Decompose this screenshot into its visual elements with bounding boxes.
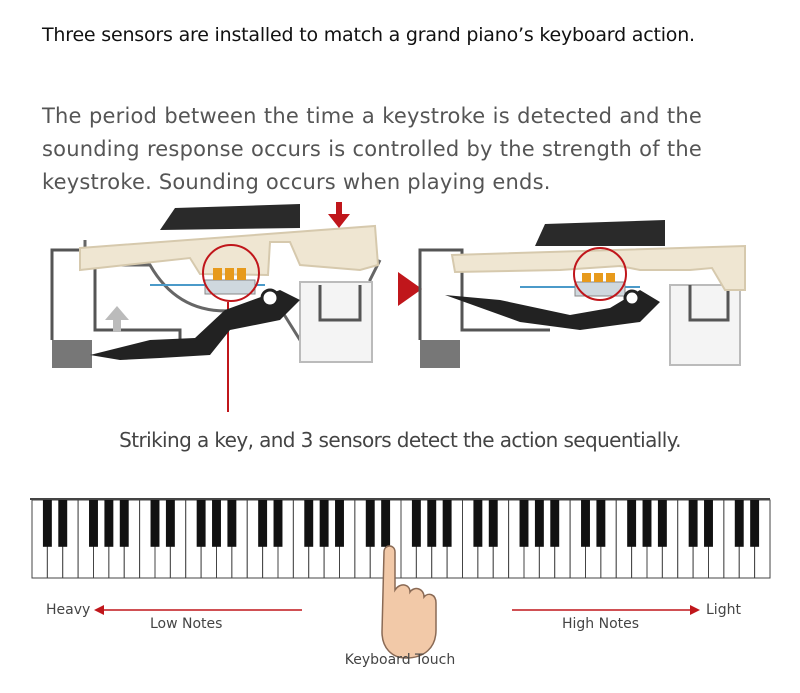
key-body-right xyxy=(450,244,746,291)
sensor-cup-3 xyxy=(237,268,246,280)
black-key xyxy=(642,500,652,547)
low-notes-arrow-head xyxy=(94,605,104,615)
high-notes-arrow-head xyxy=(690,605,700,615)
hammer-arm-right xyxy=(445,290,660,330)
black-key xyxy=(273,500,283,547)
frame-rail xyxy=(318,285,362,322)
black-key xyxy=(519,500,529,547)
black-key xyxy=(58,500,68,547)
black-key xyxy=(581,500,590,547)
black-key xyxy=(596,500,606,547)
black-key xyxy=(258,500,268,547)
sensor-highlight-circle xyxy=(202,244,260,302)
light-label: Light xyxy=(706,602,741,618)
low-notes-label: Low Notes xyxy=(150,616,223,632)
black-key xyxy=(304,500,314,547)
frame-block-right xyxy=(420,340,460,368)
black-key xyxy=(427,500,437,547)
diagram-caption: Striking a key, and 3 sensors detect the… xyxy=(119,428,681,452)
black-key xyxy=(442,500,452,547)
black-key xyxy=(627,500,637,547)
frame-block xyxy=(52,340,92,368)
black-key xyxy=(335,500,344,547)
black-key xyxy=(750,500,760,547)
sensor-highlight-circle-right xyxy=(573,247,627,301)
black-key xyxy=(688,500,698,547)
black-key xyxy=(319,500,329,547)
black-key xyxy=(212,500,221,547)
press-down-arrow xyxy=(328,202,350,228)
black-key xyxy=(381,500,391,547)
hammer-arm xyxy=(90,290,300,360)
keyboard-touch-label: Keyboard Touch xyxy=(344,652,456,668)
sensor-cup-1 xyxy=(213,268,222,280)
hammer-joint xyxy=(260,288,280,308)
frame-rail-right xyxy=(688,285,730,322)
black-key xyxy=(534,500,544,547)
hammer-joint-right xyxy=(623,289,641,307)
headline: Three sensors are installed to match a g… xyxy=(42,24,695,46)
hammer-up-arrow xyxy=(105,306,129,332)
black-key-top xyxy=(160,204,300,230)
black-key xyxy=(150,500,160,547)
black-key xyxy=(365,500,375,547)
black-key xyxy=(89,500,98,547)
action-rest-illustration xyxy=(50,202,382,412)
black-key xyxy=(104,500,114,547)
description: The period between the time a keystroke … xyxy=(42,104,702,194)
sensor-cup-right-3 xyxy=(606,273,615,282)
action-diagram xyxy=(50,202,746,412)
black-key xyxy=(550,500,560,547)
black-key xyxy=(734,500,744,547)
sensor-cup-2 xyxy=(225,268,234,280)
black-key xyxy=(657,500,667,547)
sensor-board xyxy=(204,279,256,295)
black-key xyxy=(119,500,129,547)
key-body xyxy=(79,224,380,277)
black-key xyxy=(165,500,175,547)
black-keys xyxy=(42,500,760,547)
action-pressed-illustration xyxy=(418,220,746,368)
black-key xyxy=(411,500,421,547)
frame-housing xyxy=(83,240,382,342)
black-key-top-right xyxy=(535,220,665,246)
keyboard-illustration xyxy=(30,498,771,659)
black-key xyxy=(488,500,498,547)
sensor-cup-right-2 xyxy=(594,273,603,282)
frame-outline xyxy=(50,248,182,340)
pointing-hand-icon xyxy=(381,545,437,659)
sequence-arrow xyxy=(398,272,422,306)
black-key xyxy=(473,500,483,547)
black-key xyxy=(704,500,713,547)
black-key xyxy=(196,500,206,547)
heavy-label: Heavy xyxy=(46,602,91,618)
black-key xyxy=(42,500,52,547)
frame-outline-right xyxy=(418,248,550,340)
black-key xyxy=(227,500,237,547)
high-notes-label: High Notes xyxy=(562,616,640,632)
sensor-cup-right-1 xyxy=(582,273,591,282)
